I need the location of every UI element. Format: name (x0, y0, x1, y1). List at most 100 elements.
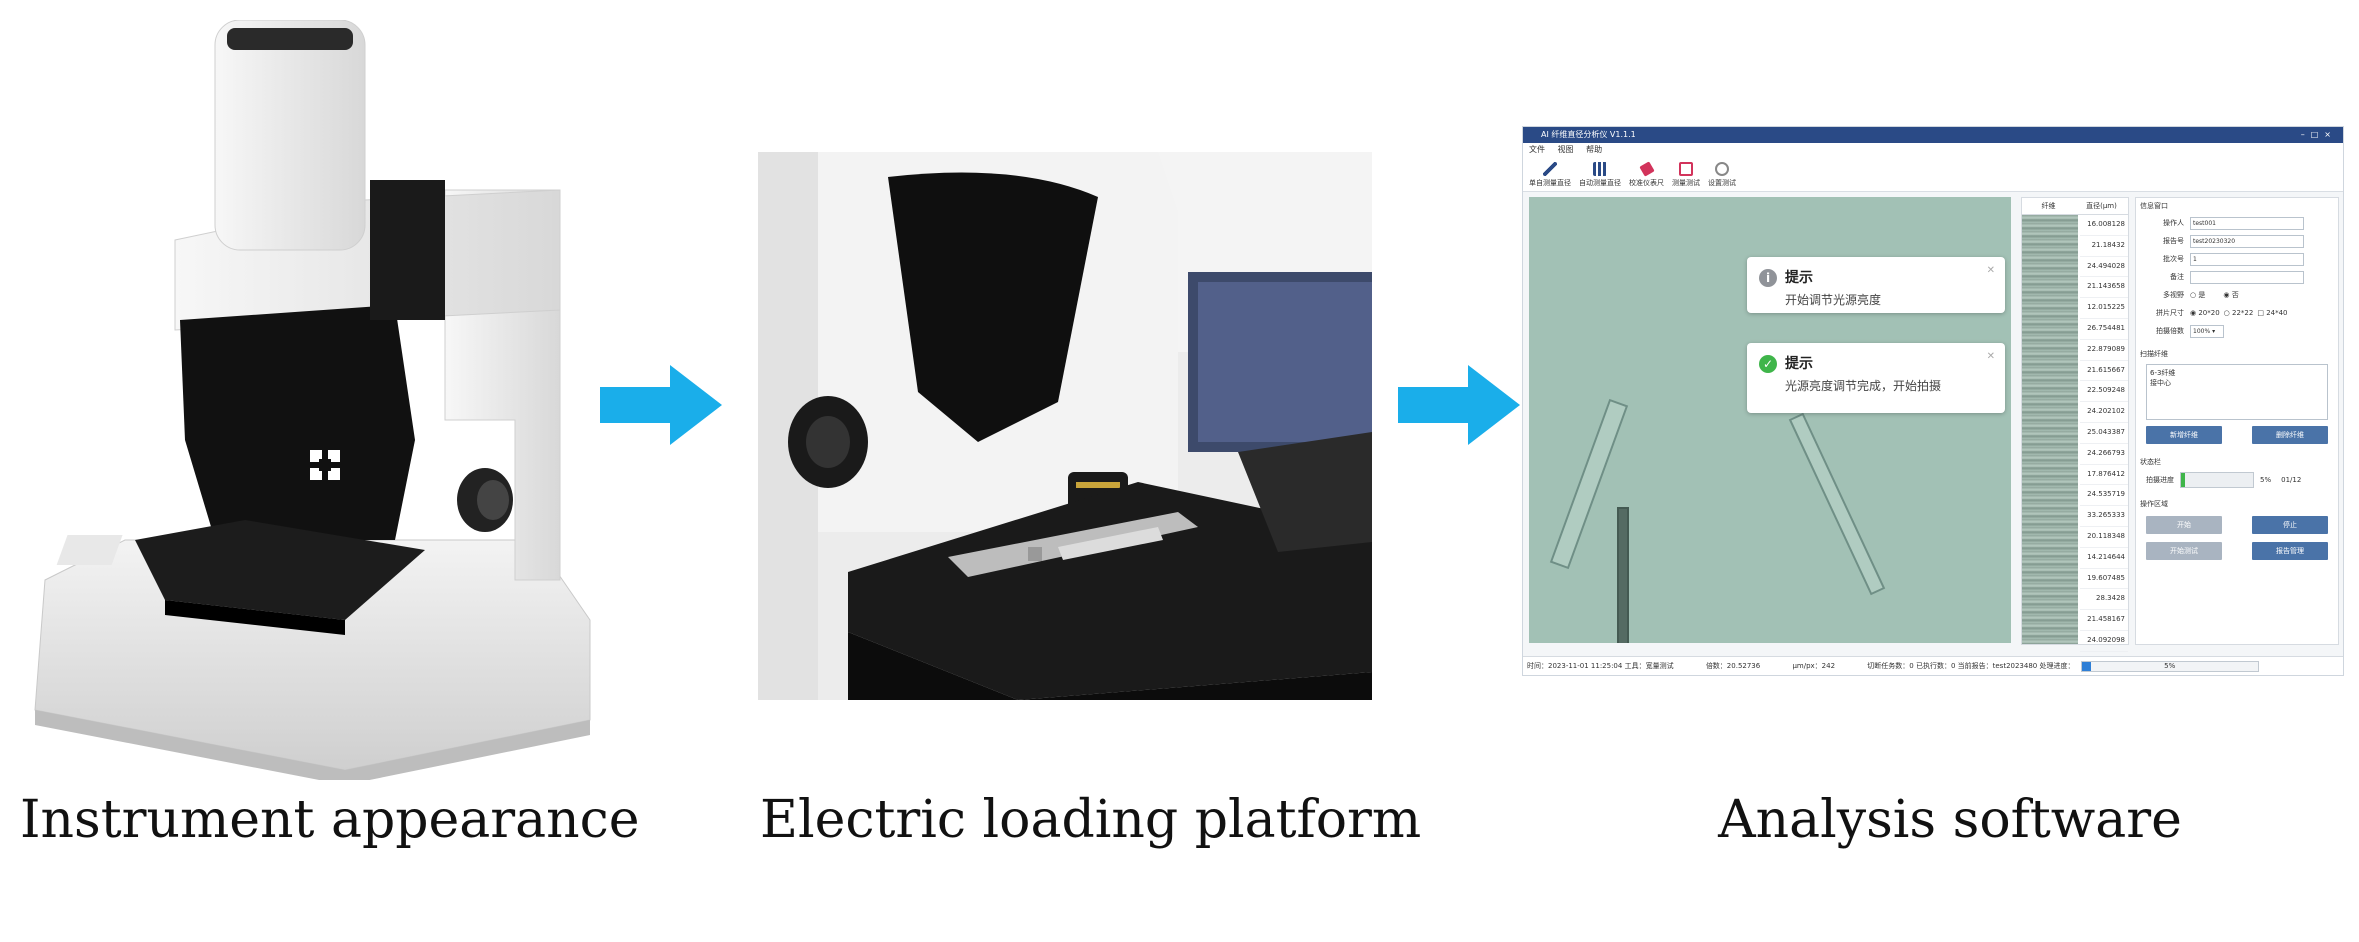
status-time: 时间：2023-11-01 11:25:04 工具：宽量测试 (1527, 662, 1674, 670)
toast-notification: i 提示 开始调节光源亮度 ✕ (1747, 257, 2005, 313)
field-report-no: 报告号 test20230320 (2136, 232, 2338, 250)
table-row[interactable]: 21.18432 (2080, 236, 2128, 257)
camera-tube (214, 20, 366, 251)
table-row[interactable]: 21.615667 (2080, 361, 2128, 382)
table-row[interactable]: 20.118348 (2080, 527, 2128, 548)
table-row[interactable]: 14.214644 (2080, 548, 2128, 569)
table-row[interactable]: 21.143658 (2080, 277, 2128, 299)
toolbar-settings-button[interactable]: 设置测试 (1708, 157, 1736, 191)
camera-housing (888, 172, 1098, 442)
table-row[interactable]: 24.092098 (2080, 631, 2128, 652)
column-diameter: 直径(μm) (2086, 202, 2117, 210)
status-zoom: 倍数：20.52736 (1705, 662, 1761, 670)
table-row[interactable]: 16.008128 (2080, 215, 2128, 236)
table-row[interactable]: 24.202102 (2080, 402, 2128, 423)
report-icon (1679, 162, 1693, 176)
close-icon[interactable]: ✕ (1986, 265, 1995, 276)
radio-size-2[interactable]: ○ 22*22 (2223, 309, 2254, 317)
microscope-image-view[interactable]: i 提示 开始调节光源亮度 ✕ ✓ 提示 光源亮度调节完成，开始拍摄 ✕ (1529, 197, 2011, 643)
close-icon[interactable]: ✕ (1986, 351, 1995, 362)
table-row[interactable]: 25.043387 (2080, 423, 2128, 444)
radio-yes[interactable]: ○ 是 (2190, 291, 2206, 299)
radio-size-3[interactable]: □ 24*40 (2257, 309, 2288, 317)
table-row[interactable]: 28.3428 (2080, 589, 2128, 611)
table-row[interactable]: 24.535719 (2080, 485, 2128, 507)
radio-size-1[interactable]: ◉ 20*20 (2190, 309, 2220, 317)
fiber (1617, 507, 1629, 643)
arrow-right-icon (1398, 365, 1520, 445)
table-row[interactable]: 12.015225 (2080, 298, 2128, 319)
table-row[interactable]: 33.265333 (2080, 506, 2128, 527)
toolbar-calibrate-button[interactable]: 校准仪表尺 (1629, 157, 1664, 191)
capture-progress: 拍摄进度 5% 01/12 (2136, 470, 2338, 490)
toolbar-auto-measure-button[interactable]: 自动测量直径 (1579, 157, 1621, 191)
table-row[interactable]: 22.879089 (2080, 340, 2128, 361)
sample-stage (848, 482, 1372, 700)
zoom-select[interactable]: 100% ▾ (2190, 324, 2224, 338)
table-row[interactable]: 26.754481 (2080, 319, 2128, 340)
table-row[interactable]: 22.509248 (2080, 381, 2128, 403)
arrow-right-icon (600, 365, 722, 445)
caption-software: Analysis software (1718, 790, 2182, 850)
table-row[interactable]: 19.607485 (2080, 569, 2128, 590)
radio-no[interactable]: ◉ 否 (2223, 291, 2239, 299)
section-ops-title: 操作区域 (2140, 500, 2168, 508)
camera-housing (180, 305, 415, 540)
fiber (1788, 412, 1886, 596)
window-titlebar: AI 纤维直径分析仪 V1.1.1 –□× (1523, 127, 2343, 143)
brand-logo-icon (310, 450, 340, 480)
section-info-title: 信息窗口 (2140, 202, 2168, 210)
table-header: 纤维 直径(μm) (2022, 198, 2128, 215)
zoom-row: 拍摄倍数 100% ▾ (2136, 322, 2338, 340)
stop-button[interactable]: 停止 (2252, 516, 2328, 534)
window-controls[interactable]: –□× (2300, 130, 2337, 139)
operator-input[interactable]: test001 (2190, 216, 2304, 230)
bars-icon (1593, 162, 1607, 176)
toolbar-manual-measure-button[interactable]: 单自测量直径 (1529, 157, 1571, 191)
report-manage-button[interactable]: 报告管理 (2252, 542, 2328, 560)
success-icon: ✓ (1759, 355, 1777, 373)
section-status-title: 状态栏 (2140, 458, 2161, 466)
toast-title: 提示 (1785, 270, 1813, 286)
caption-platform: Electric loading platform (760, 790, 1422, 850)
window-title: AI 纤维直径分析仪 V1.1.1 (1541, 130, 1636, 139)
control-panel: 信息窗口 操作人 test001 报告号 test20230320 批次号 1 … (2135, 197, 2339, 645)
table-row[interactable]: 24.494028 (2080, 257, 2128, 278)
remark-input[interactable] (2190, 270, 2304, 284)
table-row[interactable]: 17.876412 (2080, 465, 2128, 486)
table-row[interactable]: 21.458167 (2080, 610, 2128, 631)
menu-help[interactable]: 帮助 (1586, 145, 1603, 154)
toast-title: 提示 (1785, 356, 1813, 372)
delete-fiber-button[interactable]: 删除纤维 (2252, 426, 2328, 444)
status-bar: 时间：2023-11-01 11:25:04 工具：宽量测试 倍数：20.527… (1523, 656, 2343, 675)
capture-progress-bar (2180, 472, 2254, 488)
toast-message: 光源亮度调节完成，开始拍摄 (1785, 379, 1942, 393)
pen-icon (1543, 162, 1557, 176)
table-row[interactable]: 24.266793 (2080, 444, 2128, 465)
info-icon: i (1759, 269, 1777, 287)
column-fiber: 纤维 (2041, 202, 2056, 210)
scan-fiber-list[interactable]: 6-3纤维 接中心 (2146, 364, 2328, 420)
sample-stage (135, 520, 425, 620)
start-test-button[interactable]: 开始测试 (2146, 542, 2222, 560)
field-operator: 操作人 test001 (2136, 214, 2338, 232)
status-counts: 切断任务数：0 已执行数：0 当前报告：test2023480 处理进度： (1867, 662, 2075, 670)
section-scan-title: 扫描纤维 (2140, 350, 2168, 358)
report-no-input[interactable]: test20230320 (2190, 234, 2304, 248)
ruler-icon (1638, 161, 1655, 177)
multi-field-row: 多视野 ○ 是 ◉ 否 (2163, 291, 2239, 299)
batch-no-input[interactable]: 1 (2190, 252, 2304, 266)
status-pixel-size: μm/px：242 (1792, 662, 1836, 670)
toolbar-report-button[interactable]: 测量测试 (1672, 157, 1700, 191)
toast-message: 开始调节光源亮度 (1785, 293, 1882, 307)
menu-file[interactable]: 文件 (1529, 145, 1545, 154)
field-remark: 备注 (2136, 268, 2338, 286)
add-fiber-button[interactable]: 新增纤维 (2146, 426, 2222, 444)
toast-notification: ✓ 提示 光源亮度调节完成，开始拍摄 ✕ (1747, 343, 2005, 413)
menu-view[interactable]: 视图 (1557, 145, 1574, 154)
status-progress-bar: 5% (2080, 660, 2259, 672)
start-button[interactable]: 开始 (2146, 516, 2222, 534)
analysis-software-screenshot: AI 纤维直径分析仪 V1.1.1 –□× 文件 视图 帮助 单自测量直径 自动… (1522, 126, 2344, 676)
